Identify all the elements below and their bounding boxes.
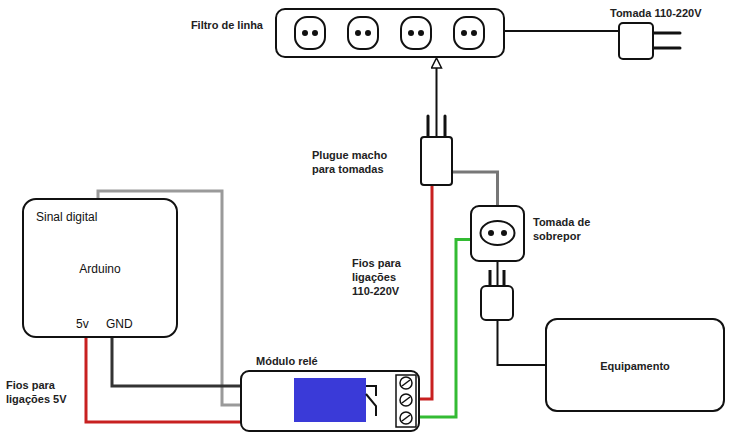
- node-text: Filtro de linha: [191, 18, 263, 32]
- node-text: Módulo relé: [256, 354, 318, 368]
- wire: [453, 172, 498, 205]
- node-text: Equipamento: [547, 359, 723, 373]
- node-text: Tomada 110-220V: [610, 6, 702, 20]
- node-text: Plugue macho para tomadas: [312, 148, 410, 176]
- wire-note: Fios para ligações 5V: [6, 378, 70, 406]
- equipment-box: Equipamento: [545, 318, 725, 412]
- wire: [420, 186, 432, 399]
- node-text: 5v: [76, 317, 89, 331]
- wall-plug: Tomada 110-220V: [618, 22, 654, 60]
- wire: [86, 338, 240, 422]
- wire: [420, 240, 470, 418]
- power-strip: Filtro de linha: [275, 8, 505, 58]
- node-text: Arduino: [24, 262, 176, 276]
- wire: [112, 338, 240, 386]
- male-plug-prongs: [428, 116, 445, 136]
- node-text: Tomada de sobrepor: [533, 215, 613, 243]
- relay-parts: [242, 372, 418, 430]
- wire: [505, 30, 618, 32]
- arduino-board: Sinal digitalArduino 5v GND: [22, 198, 178, 338]
- relay-module: Módulo relé: [240, 370, 420, 432]
- socket-face: [472, 207, 523, 260]
- wire: [436, 59, 438, 136]
- node-text: GND: [106, 317, 133, 331]
- outlet-row: [277, 10, 503, 56]
- wire-note: Fios para ligações 110-220V: [352, 256, 420, 298]
- node-text: Sinal digital: [36, 210, 97, 224]
- wall-plug-prongs: [653, 33, 680, 48]
- surface-outlet: Tomada de sobrepor: [470, 205, 525, 262]
- equipment-plug: [481, 270, 513, 320]
- male-plug: Plugue macho para tomadas: [420, 136, 453, 186]
